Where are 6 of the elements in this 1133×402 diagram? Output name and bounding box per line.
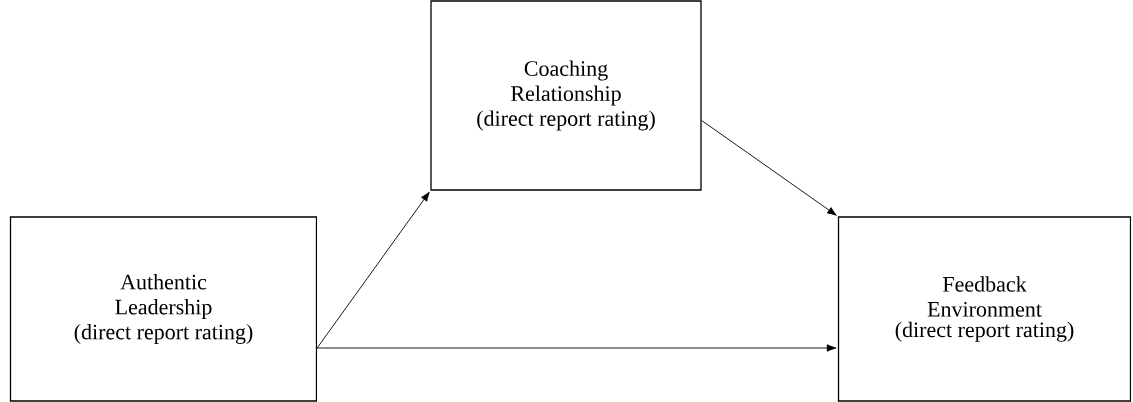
- variable-box: Authentic Leadership (direct report rating): [9, 216, 318, 402]
- arrow: [316, 191, 430, 349]
- variable-box: Feedback Environment (direct report rating): [837, 216, 1132, 402]
- arrow: [316, 344, 837, 352]
- arrow: [701, 120, 837, 216]
- variable-box: Coaching Relationship (direct report rating): [430, 0, 702, 191]
